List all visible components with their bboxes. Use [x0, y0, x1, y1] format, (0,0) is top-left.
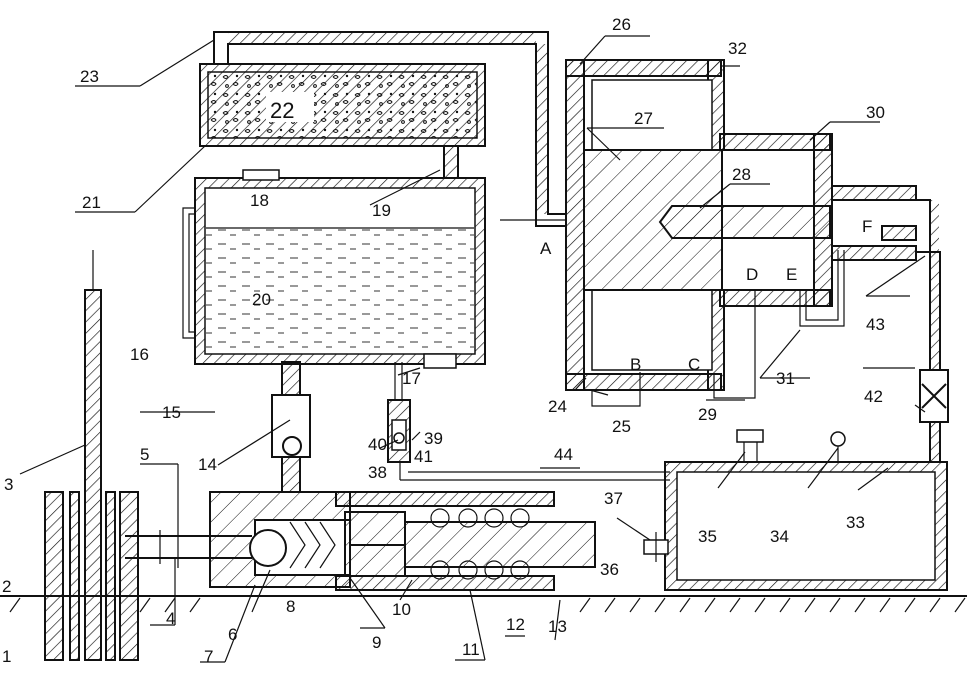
tank-outlet-pipe [271, 361, 311, 493]
part-labels: 1 2 3 4 5 6 7 8 9 10 11 12 13 14 15 16 1… [2, 15, 885, 666]
valve-42 [919, 369, 949, 423]
label-21: 21 [82, 193, 101, 212]
label-39: 39 [424, 429, 443, 448]
label-16: 16 [130, 345, 149, 364]
label-8: 8 [286, 597, 295, 616]
label-31: 31 [776, 369, 795, 388]
label-14: 14 [198, 455, 217, 474]
piston [583, 149, 831, 291]
label-42: 42 [864, 387, 883, 406]
label-43: 43 [866, 315, 885, 334]
label-10: 10 [392, 600, 411, 619]
label-3: 3 [4, 475, 13, 494]
label-13: 13 [548, 617, 567, 636]
label-9: 9 [372, 633, 381, 652]
label-5: 5 [140, 445, 149, 464]
water-tank [182, 169, 486, 369]
well-casing [44, 250, 139, 661]
engine-housing [565, 59, 833, 391]
label-1: 1 [2, 647, 11, 666]
label-12: 12 [506, 615, 525, 634]
label-11: 11 [462, 640, 480, 659]
label-27: 27 [634, 109, 653, 128]
label-25: 25 [612, 417, 631, 436]
label-20: 20 [252, 290, 271, 309]
pump-body [209, 491, 351, 588]
label-24: 24 [548, 397, 567, 416]
label-18: 18 [250, 191, 269, 210]
label-4: 4 [166, 609, 175, 628]
label-d: D [746, 265, 758, 284]
label-37: 37 [604, 489, 623, 508]
label-29: 29 [698, 405, 717, 424]
label-17: 17 [402, 369, 421, 388]
label-a: A [540, 239, 552, 258]
leader-lines [19, 35, 926, 663]
label-30: 30 [866, 103, 885, 122]
label-32: 32 [728, 39, 747, 58]
label-f: F [862, 217, 872, 236]
label-e: E [786, 265, 797, 284]
label-38: 38 [368, 463, 387, 482]
label-6: 6 [228, 625, 237, 644]
ground [0, 595, 967, 613]
spring-cylinder [335, 491, 596, 591]
pipe-44 [399, 462, 670, 481]
label-34: 34 [770, 527, 789, 546]
label-36: 36 [600, 560, 619, 579]
label-22: 22 [270, 98, 294, 123]
label-15: 15 [162, 403, 181, 422]
pipe-23 [213, 31, 565, 227]
label-7: 7 [204, 647, 213, 666]
label-40: 40 [368, 435, 387, 454]
label-35: 35 [698, 527, 717, 546]
label-41: 41 [414, 447, 433, 466]
filter-box [199, 63, 486, 179]
label-c: C [688, 355, 700, 374]
label-33: 33 [846, 513, 865, 532]
label-44: 44 [554, 445, 573, 464]
label-b: B [630, 355, 641, 374]
air-tank [643, 429, 948, 591]
label-28: 28 [732, 165, 751, 184]
label-26: 26 [612, 15, 631, 34]
check-valve [387, 362, 411, 463]
label-23: 23 [80, 67, 99, 86]
small-pipes [591, 250, 845, 407]
label-2: 2 [2, 577, 11, 596]
label-19: 19 [372, 201, 391, 220]
